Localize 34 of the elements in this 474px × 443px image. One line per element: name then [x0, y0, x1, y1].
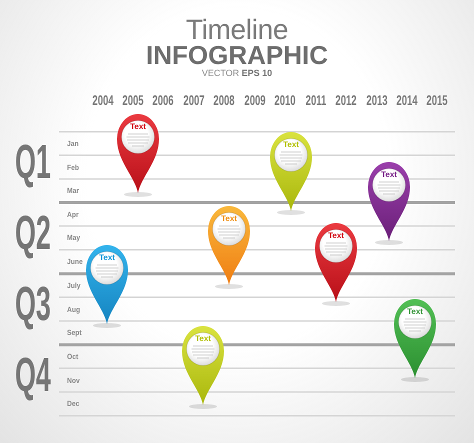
year-label: 2004 [92, 93, 114, 107]
title: Timeline INFOGRAPHIC [146, 16, 328, 68]
pin-heading: Text [381, 170, 397, 179]
quarter-label: Q2 [15, 210, 51, 258]
map-pin-marker [314, 223, 358, 307]
year-label: 2015 [426, 93, 448, 107]
year-label: 2006 [152, 93, 174, 107]
pin-heading: Text [328, 231, 344, 240]
pin-heading: Text [221, 214, 237, 223]
subtitle: VECTOR EPS 10 [202, 68, 272, 78]
map-pin-marker [116, 114, 160, 198]
year-label: 2009 [244, 93, 266, 107]
year-label: 2011 [304, 93, 327, 107]
map-pin-marker [181, 326, 225, 410]
quarter-label: Q3 [15, 280, 51, 329]
map-pin-marker [269, 132, 313, 216]
pin-heading: Text [283, 140, 299, 149]
year-label: 2005 [122, 93, 144, 107]
year-label: 2010 [274, 93, 296, 107]
year-label: 2013 [366, 93, 388, 107]
quarter-label: Q4 [15, 352, 51, 400]
quarter-label: Q1 [15, 138, 51, 187]
year-label: 2008 [213, 93, 236, 107]
map-pin-marker [367, 162, 411, 246]
year-label: 2012 [335, 93, 357, 107]
pin-heading: Text [99, 253, 115, 262]
year-label: 2014 [396, 93, 418, 107]
year-label: 2007 [182, 93, 205, 107]
pin-heading: Text [407, 307, 423, 316]
pin-heading: Text [195, 334, 211, 343]
map-pin-marker [207, 206, 251, 290]
map-pin-marker [85, 245, 129, 329]
pin-heading: Text [130, 122, 146, 131]
map-pin-marker [393, 299, 437, 383]
